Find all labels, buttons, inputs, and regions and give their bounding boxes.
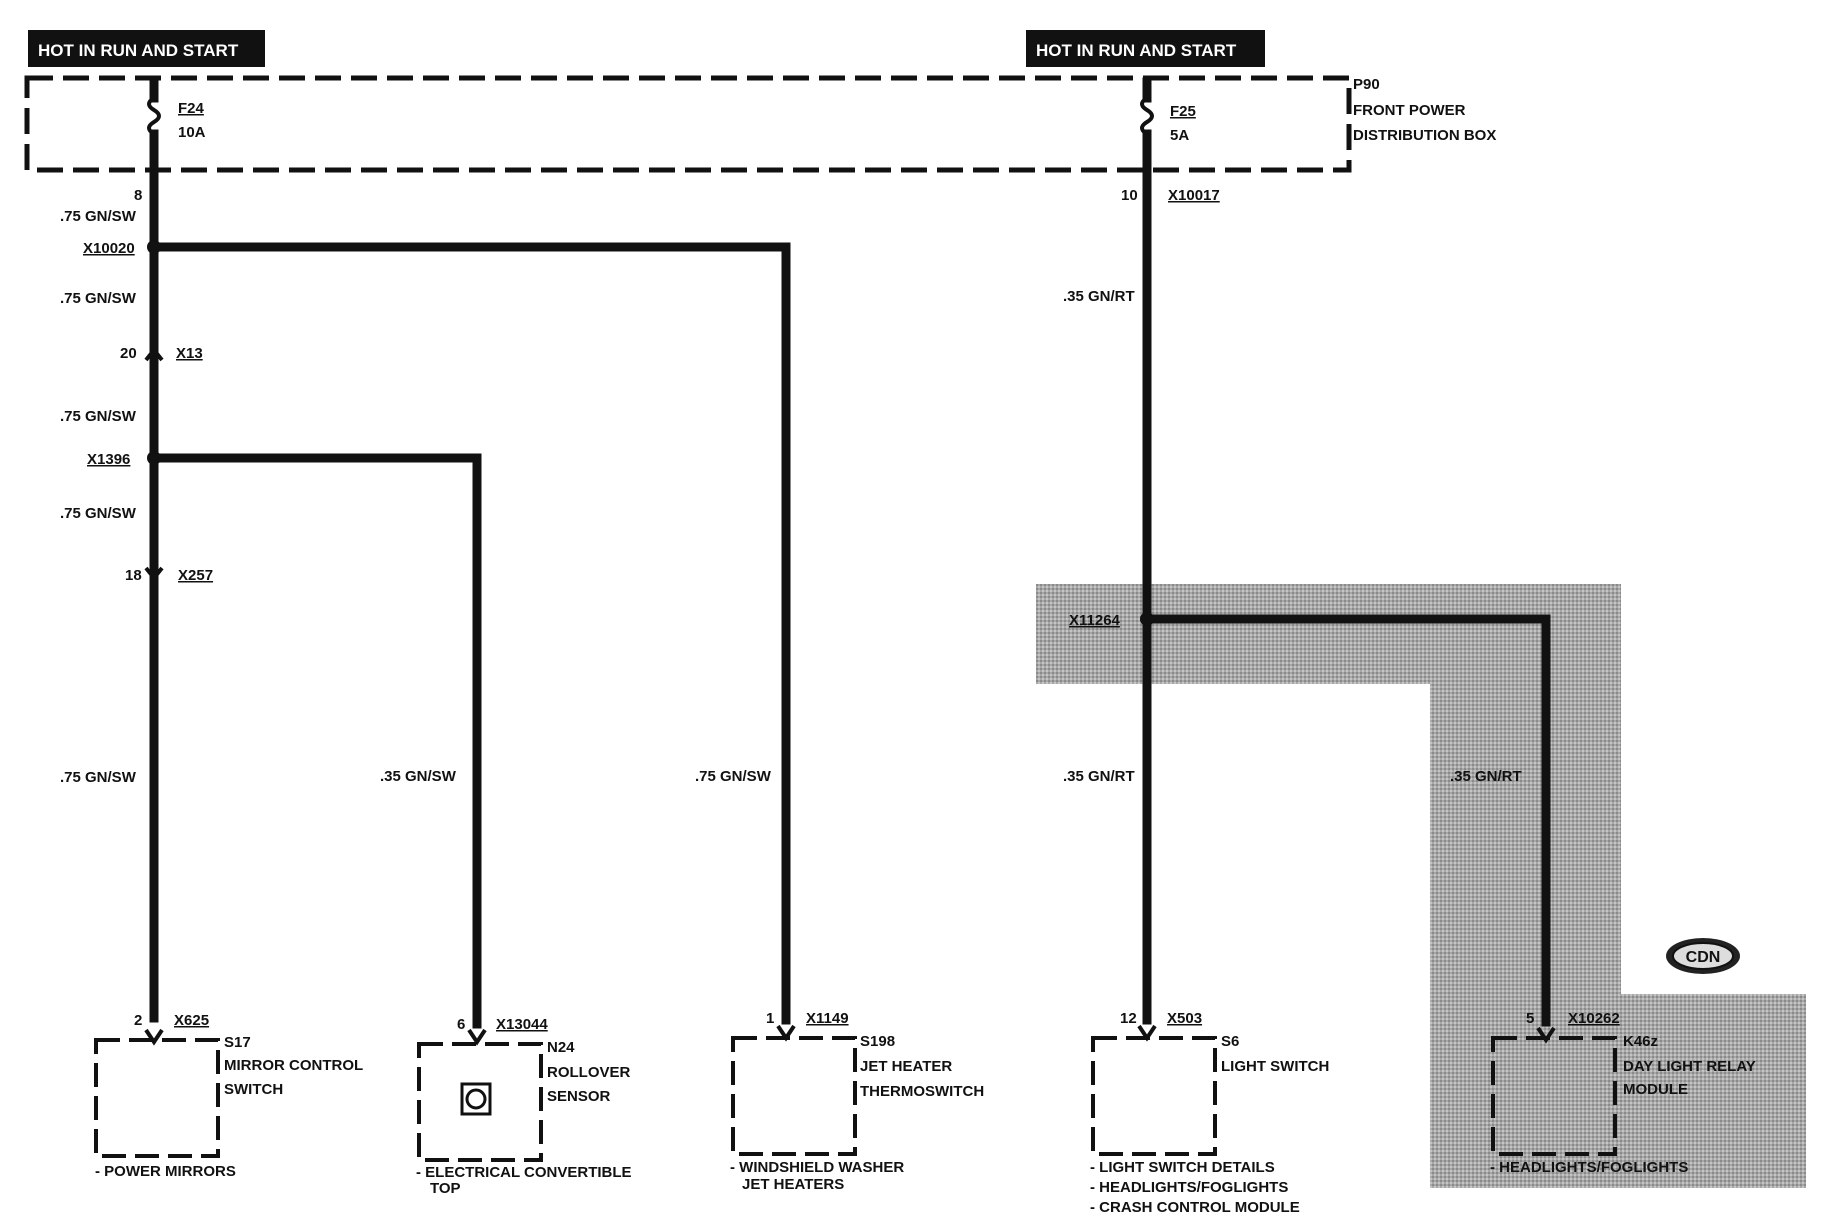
s17-note-1: - POWER MIRRORS [95, 1163, 236, 1180]
component-s198-jet-heater-thermoswitch [731, 1024, 857, 1156]
splice-dot-x11264 [1140, 612, 1154, 626]
fuse-f25-connector: X10017 [1168, 187, 1220, 204]
light-wire-label-upper: .35 GN/RT [1063, 288, 1135, 305]
left-wire-label-2: .75 GN/SW [60, 290, 137, 307]
s17-name-1: MIRROR CONTROL [224, 1057, 363, 1074]
s198-outline [731, 1036, 857, 1156]
k46z-id: K46z [1623, 1033, 1658, 1050]
svg-text:HOT IN RUN AND START: HOT IN RUN AND START [1036, 41, 1237, 60]
distribution-box-name-1: FRONT POWER [1353, 102, 1466, 119]
s17-pin: 2 [134, 1012, 142, 1029]
distribution-box-name-2: DISTRIBUTION BOX [1353, 127, 1496, 144]
cdn-badge-text: CDN [1686, 949, 1721, 966]
rollover-wire-label: .35 GN/SW [380, 768, 457, 785]
connector-x13-pin: 20 [120, 345, 137, 362]
s6-outline [1091, 1036, 1217, 1156]
k46z-name-2: MODULE [1623, 1081, 1688, 1098]
power-header-right: HOT IN RUN AND START [1026, 30, 1265, 67]
fuse-f24-pin: 8 [134, 187, 142, 204]
s198-id: S198 [860, 1033, 895, 1050]
fuse-f25-rating: 5A [1170, 127, 1189, 144]
left-wire-label-3: .75 GN/SW [60, 408, 137, 425]
s6-name-1: LIGHT SWITCH [1221, 1058, 1329, 1075]
connector-x257-symbol [144, 566, 164, 582]
n24-note-2: TOP [430, 1180, 461, 1197]
n24-outline [417, 1042, 543, 1162]
rollover-sensor-icon-ring [465, 1088, 487, 1110]
s198-pin: 1 [766, 1010, 774, 1027]
component-k46z-day-light-relay-module [1491, 1026, 1617, 1156]
light-wire-label-lower: .35 GN/RT [1063, 768, 1135, 785]
component-s17-mirror-control-switch [94, 1028, 220, 1158]
splice-x11264-label: X11264 [1069, 612, 1121, 629]
connector-x13-id: X13 [176, 345, 203, 362]
s198-name-2: THERMOSWITCH [860, 1083, 984, 1100]
connector-x13-symbol [144, 346, 164, 362]
left-wire-label-5: .75 GN/SW [60, 769, 137, 786]
s198-note-1: - WINDSHIELD WASHER [730, 1159, 904, 1176]
n24-note-1: - ELECTRICAL CONVERTIBLE [416, 1164, 632, 1181]
wire-day-light-relay [1142, 614, 1551, 1027]
connector-x13044-symbol [467, 1028, 487, 1046]
s6-note-3: - CRASH CONTROL MODULE [1090, 1199, 1300, 1216]
k46z-note-1: - HEADLIGHTS/FOGLIGHTS [1490, 1159, 1688, 1176]
n24-pin: 6 [457, 1016, 465, 1033]
n24-name-1: ROLLOVER [547, 1064, 631, 1081]
splice-dot-x1396 [147, 451, 161, 465]
s198-connector: X1149 [806, 1010, 849, 1027]
connector-x257-pin: 18 [125, 567, 142, 584]
left-wire-label-1: .75 GN/SW [60, 208, 137, 225]
k46z-outline [1491, 1036, 1617, 1156]
connector-x625-symbol [144, 1028, 164, 1046]
svg-text:HOT IN RUN AND START: HOT IN RUN AND START [38, 41, 239, 60]
component-n24-rollover-sensor [417, 1028, 543, 1162]
fuse-f25-icon [1140, 96, 1154, 136]
front-power-distribution-box [24, 75, 1352, 173]
k46z-name-1: DAY LIGHT RELAY [1623, 1058, 1756, 1075]
fuse-f25-id: F25 [1170, 103, 1196, 120]
s17-connector: X625 [174, 1012, 209, 1029]
splice-x1396-label: X1396 [87, 451, 130, 468]
n24-connector: X13044 [496, 1016, 548, 1033]
n24-id: N24 [547, 1039, 575, 1056]
connector-x257-id: X257 [178, 567, 213, 584]
s198-name-1: JET HEATER [860, 1058, 952, 1075]
s6-id: S6 [1221, 1033, 1239, 1050]
fuse-f25-pin: 10 [1121, 187, 1138, 204]
relay-wire-label: .35 GN/RT [1450, 768, 1522, 785]
component-s6-light-switch [1091, 1024, 1217, 1156]
n24-name-2: SENSOR [547, 1088, 611, 1105]
fuse-f24-icon [147, 96, 161, 136]
s6-pin: 12 [1120, 1010, 1137, 1027]
splice-dot-x10020 [147, 240, 161, 254]
fuse-f24-id: F24 [178, 100, 205, 117]
s17-name-2: SWITCH [224, 1081, 283, 1098]
jet-heater-wire-label: .75 GN/SW [695, 768, 772, 785]
wire-rollover-sensor [149, 453, 482, 1029]
wire-jet-heater [149, 242, 791, 1025]
cdn-market-badge: CDN [1666, 938, 1740, 974]
distribution-box-id: P90 [1353, 76, 1380, 93]
k46z-pin: 5 [1526, 1010, 1534, 1027]
fuse-f24-rating: 10A [178, 124, 206, 141]
s198-note-2: JET HEATERS [742, 1176, 844, 1193]
s6-note-1: - LIGHT SWITCH DETAILS [1090, 1159, 1275, 1176]
s6-note-2: - HEADLIGHTS/FOGLIGHTS [1090, 1179, 1288, 1196]
k46z-connector: X10262 [1568, 1010, 1620, 1027]
s17-outline [94, 1038, 220, 1158]
s17-id: S17 [224, 1034, 251, 1051]
left-wire-label-4: .75 GN/SW [60, 505, 137, 522]
splice-x10020-label: X10020 [83, 240, 135, 257]
power-header-left: HOT IN RUN AND START [28, 30, 265, 67]
s6-connector: X503 [1167, 1010, 1202, 1027]
